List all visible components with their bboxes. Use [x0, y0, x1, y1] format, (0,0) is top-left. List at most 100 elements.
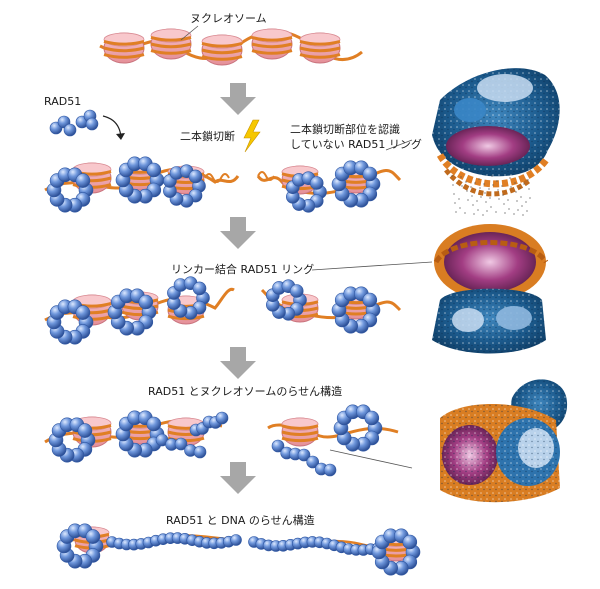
dna-wrap [251, 49, 293, 55]
rad51-ring [56, 523, 104, 569]
label-rad51-dna-helix: RAD51 と DNA のらせん構造 [166, 513, 315, 527]
rad51-protomer [85, 529, 101, 544]
em-noise-dot [465, 181, 467, 183]
rad51-protomer [75, 173, 91, 188]
rad51-ring [46, 167, 94, 213]
em-noise-dot [483, 183, 485, 185]
em-noise-dot [491, 175, 493, 177]
em-noise-dot [501, 185, 503, 187]
label-rad51: RAD51 [44, 95, 81, 108]
em-noise-dot [510, 186, 512, 188]
label-ring-not-recognizing-line1: 二本鎖切断部位を認識 [290, 122, 400, 136]
cryo-em-map-1 [432, 68, 560, 216]
em-noise-dot [497, 189, 499, 191]
em-noise-dot [513, 213, 515, 215]
rad51-protomer [188, 169, 203, 184]
label-pointer [180, 25, 199, 41]
em-noise-dot [509, 177, 511, 179]
nucleosome [299, 32, 341, 64]
stage-1-nucleosome-array: ヌクレオソーム [99, 12, 363, 66]
rad51-filament [248, 536, 384, 556]
em-noise-dot [517, 209, 519, 211]
rad51-protomer [230, 534, 242, 546]
em-noise-dot [498, 198, 500, 200]
em-noise-dot [503, 203, 505, 205]
dna-wrap [167, 314, 205, 321]
em-noise-dot [461, 185, 463, 187]
pointer-to-em-3 [329, 449, 413, 469]
rad51-ring [167, 276, 210, 320]
em-noise-dot [460, 176, 462, 178]
dna-wrap [299, 53, 341, 59]
rad51-monomer [63, 123, 77, 137]
nucleosome [72, 162, 112, 194]
rad51-ring [46, 299, 94, 345]
rad51-protomer [362, 292, 378, 308]
stage-3-linker-ring: リンカー結合 RAD51 リング [44, 261, 433, 345]
dna-wrap [281, 424, 319, 430]
label-nucleosome: ヌクレオソーム [190, 12, 267, 25]
dna-wrap [251, 35, 293, 42]
down-arrow-1 [220, 83, 256, 115]
em-noise-dot [485, 201, 487, 203]
dna-wrap [103, 39, 145, 46]
rad51-protomer [323, 463, 337, 477]
rad51-protomer [146, 416, 162, 432]
rad51-protomer [309, 176, 324, 190]
rad51-protomer [146, 162, 162, 178]
rad51-filament [106, 532, 242, 551]
pointer-to-em-1 [385, 139, 413, 151]
em-noise-dot [525, 201, 527, 203]
dna-wrap [121, 304, 159, 311]
dna-wrap [201, 55, 243, 61]
dna-wrap [281, 436, 319, 443]
dna-wrap [201, 41, 243, 48]
em-noise-dot [477, 209, 479, 211]
rad51-protomer [402, 534, 418, 550]
em-noise-dot [490, 206, 492, 208]
em-noise-dot [504, 212, 506, 214]
em-noise-dot [528, 188, 530, 190]
nucleosome [251, 28, 293, 60]
dna-wrap [251, 42, 293, 49]
rad51-protomer [174, 437, 188, 451]
rad51-protomer [306, 455, 320, 469]
em-noise-dot [529, 197, 531, 199]
rad51-ring [48, 417, 96, 463]
rad51-ring [115, 410, 165, 458]
dna-wrap [201, 48, 243, 55]
pointer-to-em-2 [311, 261, 433, 271]
dna-wrap [299, 46, 341, 53]
rad51-filament [155, 433, 207, 459]
em-noise-dot [478, 178, 480, 180]
free-rad51-molecules [49, 109, 99, 137]
em-noise-dot [516, 200, 518, 202]
em-noise-dot [455, 211, 457, 213]
dna-broken-end [257, 171, 275, 181]
rad51-protomer [289, 284, 304, 298]
cryo-em-map-2 [432, 224, 549, 354]
down-arrow-3 [220, 347, 256, 379]
rad51-protomer [77, 423, 93, 438]
down-arrow-4 [220, 462, 256, 494]
em-noise-dot [480, 196, 482, 198]
em-noise-dot [488, 188, 490, 190]
rad51-protomer [271, 439, 285, 453]
dna-broken-end [204, 173, 230, 183]
label-double-strand-break: 二本鎖切断 [180, 129, 235, 143]
em-noise-dot [526, 210, 528, 212]
rad51-protomer [138, 294, 154, 310]
rad51-protomer [192, 281, 207, 296]
rad51-ring [285, 171, 327, 213]
label-linker-bound-ring: リンカー結合 RAD51 リング [171, 262, 314, 276]
nucleosome [150, 28, 192, 60]
em-noise-dot [484, 192, 486, 194]
em-noise-dot [486, 210, 488, 212]
em-noise-dot [454, 202, 456, 204]
rad51-ring [265, 279, 307, 321]
dna-wrap [299, 39, 341, 46]
em-noise-dot [522, 214, 524, 216]
em-noise-dot [520, 196, 522, 198]
rad51-protomer [215, 411, 229, 425]
